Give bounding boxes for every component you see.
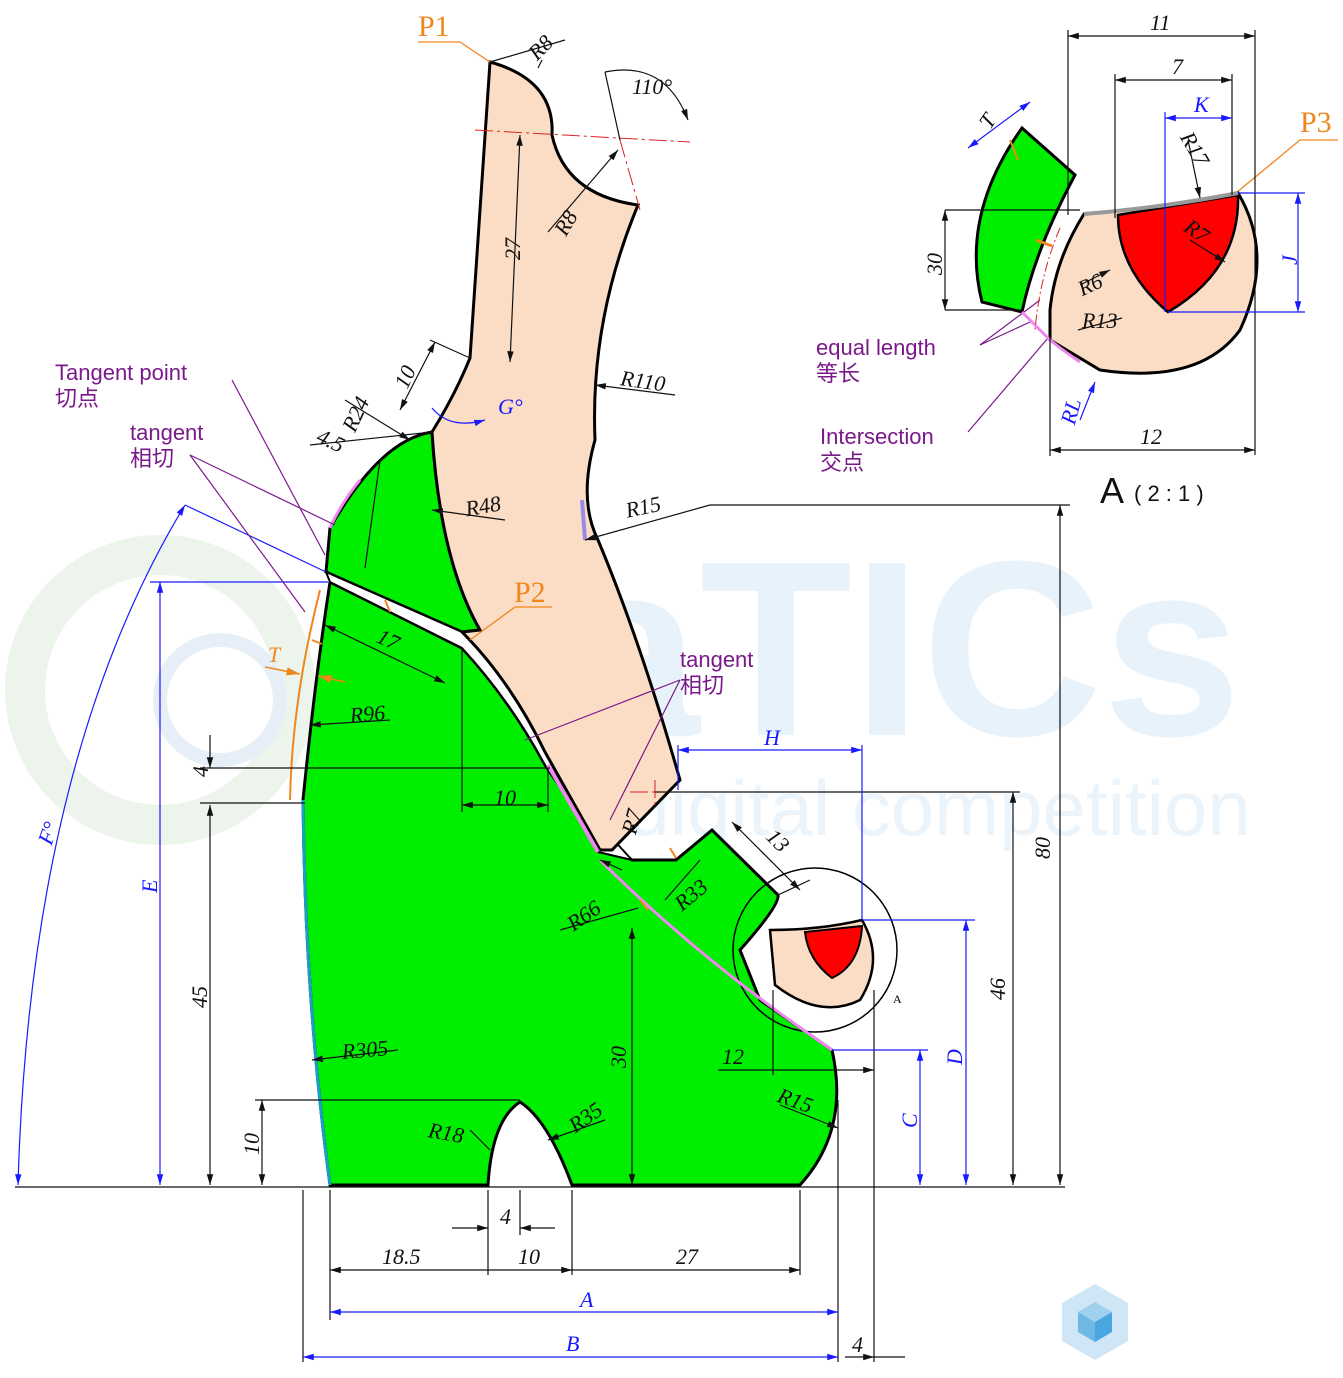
equal-length-label: equal length [816, 335, 936, 360]
dim-d: D [942, 1049, 967, 1066]
dim-a: A [578, 1287, 594, 1312]
tangent-cn-label-left: 相切 [130, 446, 174, 471]
red-lobe [803, 924, 864, 980]
dim-b: B [566, 1331, 579, 1356]
dim-t-left: T [268, 642, 282, 667]
dim-12-mid: 12 [722, 1044, 744, 1069]
dim-g-angle: G° [498, 394, 523, 419]
det-dim-30: 30 [922, 253, 947, 276]
detail-a-circle [732, 867, 898, 1033]
detail-a-circle-label: A [893, 992, 902, 1006]
det-dim-j: J [1277, 254, 1302, 265]
det-dim-11: 11 [1150, 10, 1170, 35]
dim-r24: R24 [336, 393, 374, 437]
tangent-label-right: tangent [680, 647, 753, 672]
dim-80: 80 [1030, 837, 1055, 859]
dim-f-angle: F° [32, 818, 64, 849]
dim-c: C [897, 1113, 922, 1128]
dim-10-left: 10 [239, 1133, 264, 1155]
dim-27-vertical: 27 [500, 237, 525, 260]
dim-10-top: 10 [389, 362, 421, 393]
det-dim-rl: RL [1055, 396, 1086, 428]
equal-length-cn-label: 等长 [816, 361, 860, 386]
dim-4-bottom: 4 [500, 1204, 511, 1229]
tangent-point-cn-label: 切点 [55, 386, 99, 411]
detail-green [974, 125, 1077, 314]
dim-10-mid: 10 [494, 785, 516, 810]
dim-46: 46 [985, 978, 1010, 1000]
det-dim-k: K [1193, 92, 1210, 117]
intersection-label: Intersection [820, 424, 934, 449]
det-dim-7: 7 [1172, 54, 1184, 79]
point-p2-label: P2 [514, 576, 546, 609]
intersection-cn-label: 交点 [820, 450, 864, 475]
dim-r305: R305 [340, 1035, 389, 1064]
dim-r110: R110 [618, 365, 667, 396]
dim-45: 45 [187, 986, 212, 1008]
dim-r48: R48 [462, 491, 502, 522]
dim-4-right: 4 [852, 1332, 863, 1357]
detail-view-a [941, 30, 1305, 456]
dim-r8-top: R8 [522, 30, 558, 66]
det-dim-r17: R17 [1175, 126, 1215, 171]
dim-h: H [763, 725, 781, 750]
dim-r18: R18 [426, 1117, 466, 1148]
det-dim-12: 12 [1140, 424, 1162, 449]
det-dim-t: T [974, 107, 1003, 133]
point-p1-label: P1 [418, 10, 450, 43]
dim-r96: R96 [348, 700, 386, 728]
dim-angle-110: 110° [632, 74, 672, 99]
dim-27-bottom: 27 [676, 1244, 699, 1269]
dim-e: E [137, 879, 162, 894]
dim-4-left: 4 [188, 766, 213, 777]
det-dim-r13: R13 [1081, 308, 1117, 333]
tangent-label-left: tangent [130, 420, 203, 445]
dim-18-5: 18.5 [382, 1244, 421, 1269]
point-p3-label: P3 [1300, 106, 1332, 139]
dim-30: 30 [606, 1046, 631, 1069]
detail-red [1116, 193, 1240, 314]
tangent-cn-label-right: 相切 [680, 673, 724, 698]
dim-10-bottom: 10 [518, 1244, 540, 1269]
tangent-point-label: Tangent point [55, 360, 187, 385]
detail-title: A [1100, 470, 1124, 511]
cube-logo-icon [1062, 1284, 1128, 1360]
detail-scale: ( 2 : 1 ) [1134, 481, 1204, 506]
